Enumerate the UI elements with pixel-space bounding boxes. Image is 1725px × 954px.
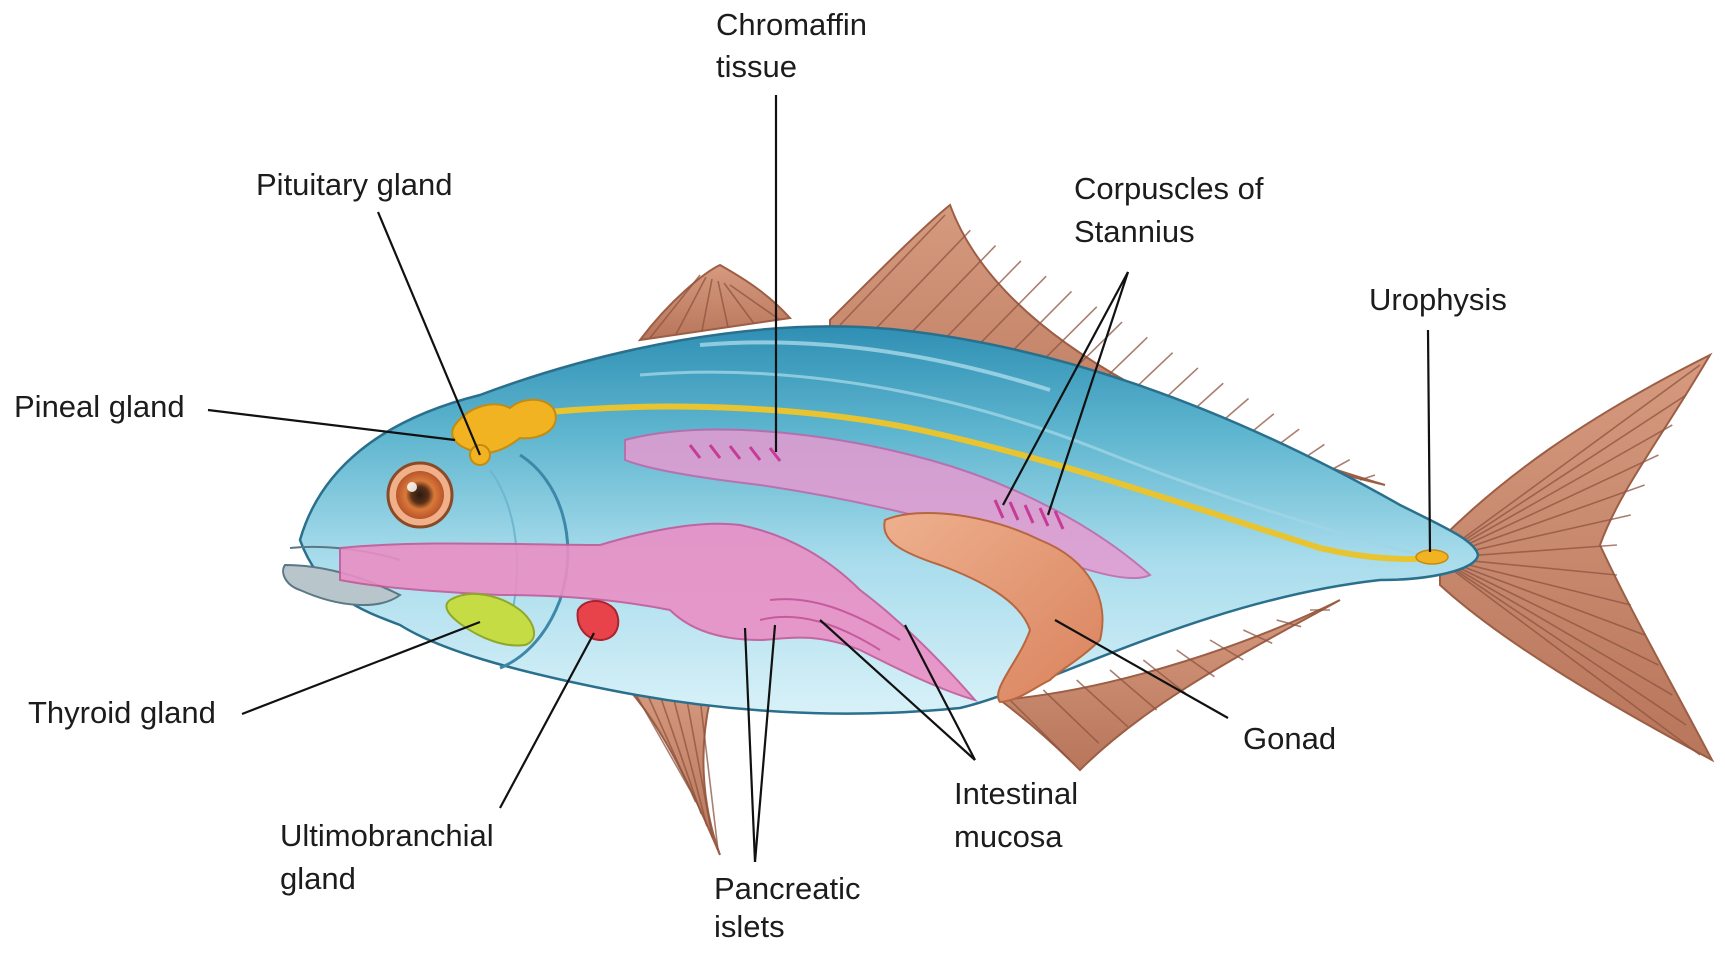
iris — [396, 471, 444, 519]
label-pituitary-gland: Pituitary gland — [256, 164, 452, 206]
label-pancreatic-line2: islets — [714, 908, 785, 946]
label-gonad: Gonad — [1243, 718, 1336, 760]
label-corpuscles-line2: Stannius — [1074, 211, 1195, 253]
label-intestinal-line2: mucosa — [954, 816, 1063, 858]
tail-fin — [1440, 355, 1712, 760]
label-intestinal-line1: Intestinal — [954, 773, 1078, 815]
leader-thyroid — [242, 622, 480, 714]
label-pineal-gland: Pineal gland — [14, 386, 185, 428]
label-chromaffin-line2: tissue — [716, 46, 797, 88]
label-corpuscles-line1: Corpuscles of — [1074, 168, 1264, 210]
label-urophysis: Urophysis — [1369, 279, 1507, 321]
label-thyroid-gland: Thyroid gland — [28, 692, 216, 734]
label-chromaffin-line1: Chromaffin — [716, 4, 867, 46]
label-ultimobranchial-line2: gland — [280, 858, 356, 900]
label-pancreatic-line1: Pancreatic — [714, 868, 860, 910]
pupil-highlight — [407, 482, 417, 492]
urophysis-body — [1416, 550, 1448, 564]
label-ultimobranchial-line1: Ultimobranchial — [280, 815, 494, 857]
